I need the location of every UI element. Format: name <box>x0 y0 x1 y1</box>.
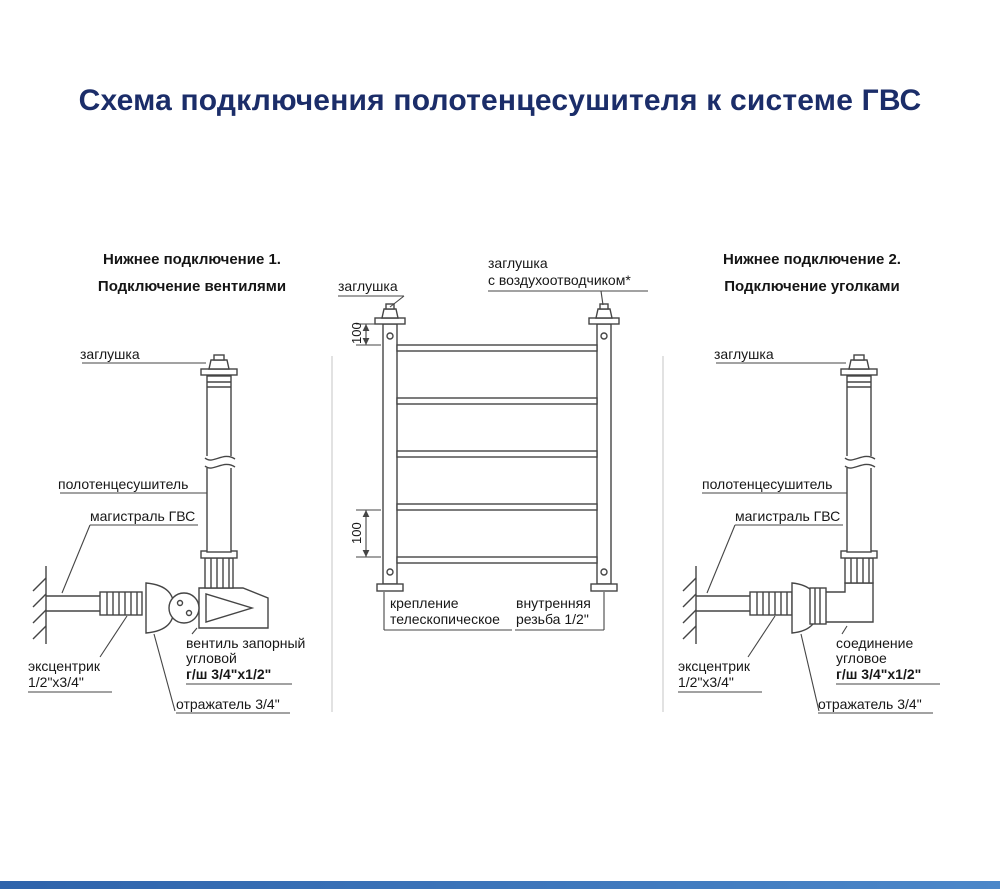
left-valve-label-line1: вентиль запорный <box>186 635 306 651</box>
center-leader-lines <box>338 290 648 631</box>
left-eccentric-label-line2: 1/2"х3/4" <box>28 674 84 690</box>
left-reflector-label: отражатель 3/4" <box>176 696 280 712</box>
left-eccentric-label-line1: эксцентрик <box>28 658 100 674</box>
right-plug-cap <box>840 354 878 376</box>
right-supply-pipe <box>696 595 752 612</box>
right-hws-main-label: магистраль ГВС <box>735 508 841 524</box>
left-towel-rail-label: полотенцесушитель <box>58 476 189 492</box>
right-elbow <box>809 582 874 625</box>
left-panel-title: Нижнее подключение 1. <box>103 251 281 268</box>
left-union-nut <box>200 550 238 589</box>
center-ladder <box>376 323 618 592</box>
footer-accent-bar <box>0 881 1000 889</box>
right-towel-rail-label: полотенцесушитель <box>702 476 833 492</box>
center-plug-label: заглушка <box>338 278 398 294</box>
left-panel-subtitle: Подключение вентилями <box>97 278 287 295</box>
right-eccentric <box>749 591 793 616</box>
page-title: Схема подключения полотенцесушителя к си… <box>78 84 922 117</box>
right-elbow-label-line1: соединение <box>836 635 914 651</box>
panel-separators <box>331 356 664 712</box>
right-plug-label: заглушка <box>714 346 774 362</box>
left-plug-label: заглушка <box>80 346 140 362</box>
right-eccentric-label-line1: эксцентрик <box>678 658 750 674</box>
right-panel-subtitle: Подключение уголками <box>724 278 900 295</box>
right-union-nut <box>840 550 878 584</box>
left-supply-pipe <box>46 595 102 612</box>
center-thread-label-line1: внутренняя <box>516 595 591 611</box>
right-leader-lines <box>678 362 940 714</box>
left-wall <box>32 566 47 644</box>
left-valve-label-line3: г/ш 3/4"х1/2" <box>186 666 272 682</box>
center-thread-label-line2: резьба 1/2" <box>516 611 589 627</box>
left-plug-cap <box>200 354 238 376</box>
right-reflector-label: отражатель 3/4" <box>818 696 922 712</box>
right-wall <box>682 566 697 644</box>
right-panel-title: Нижнее подключение 2. <box>723 251 901 268</box>
dimension-bottom-label: 100 <box>349 522 364 544</box>
right-elbow-label-line3: г/ш 3/4"х1/2" <box>836 666 922 682</box>
center-plug-right <box>588 303 620 325</box>
left-hws-main-label: магистраль ГВС <box>90 508 196 524</box>
left-eccentric <box>99 591 143 616</box>
right-elbow-label-line2: угловое <box>836 650 887 666</box>
center-mount-label-line1: крепление <box>390 595 459 611</box>
left-valve-label-line2: угловой <box>186 650 237 666</box>
left-valve <box>168 587 269 629</box>
center-vent-plug-label-line2: с воздухоотводчиком* <box>488 272 631 288</box>
center-dimensions: 100 100 <box>349 322 381 558</box>
center-vent-plug-label-line1: заглушка <box>488 255 548 271</box>
center-mount-label-line2: телескопическое <box>390 611 500 627</box>
left-leader-lines <box>28 362 292 714</box>
right-towel-pipe <box>844 375 876 553</box>
right-eccentric-label-line2: 1/2"х3/4" <box>678 674 734 690</box>
left-towel-pipe <box>204 375 236 553</box>
dimension-top-label: 100 <box>349 322 364 344</box>
